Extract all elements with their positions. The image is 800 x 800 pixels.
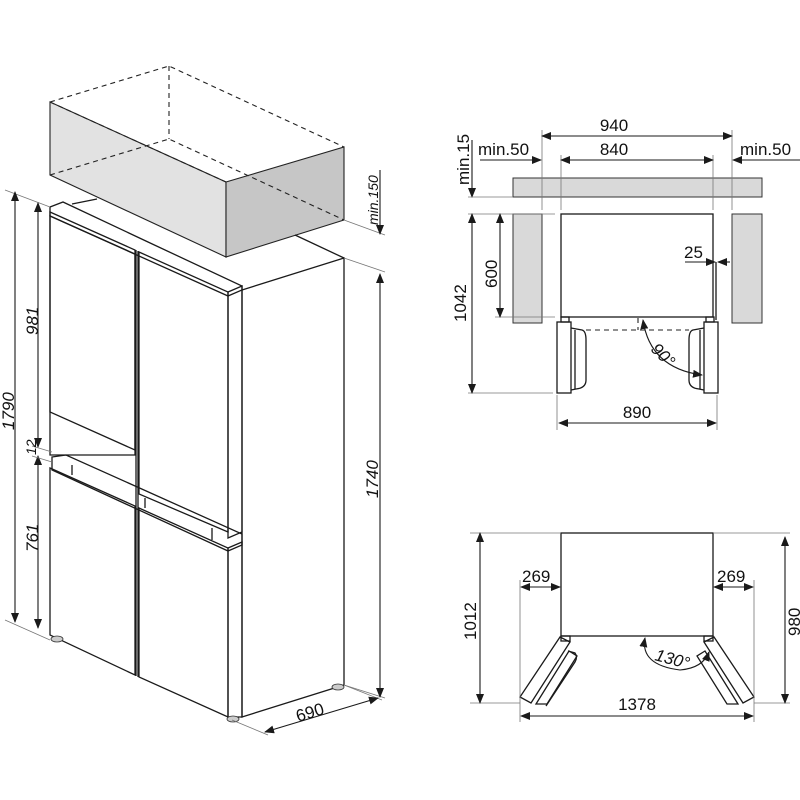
dim-890: 890 bbox=[623, 403, 651, 422]
right-door bbox=[703, 321, 719, 394]
dim-761: 761 bbox=[23, 524, 42, 552]
fridge-body bbox=[49, 198, 345, 723]
dim-25: 25 bbox=[684, 243, 703, 262]
left-side-wall bbox=[512, 213, 543, 324]
angle-130: 130° bbox=[653, 646, 692, 674]
dim-1740: 1740 bbox=[363, 460, 382, 498]
dim-min50-right: min.50 bbox=[740, 140, 791, 159]
dim-min50-left: min.50 bbox=[478, 140, 529, 159]
upper-right-door bbox=[138, 250, 229, 533]
fridge-body-top bbox=[560, 213, 714, 318]
dim-940: 940 bbox=[600, 116, 628, 135]
dim-12: 12 bbox=[23, 439, 39, 455]
dim-980: 980 bbox=[785, 608, 800, 636]
handle-band bbox=[51, 454, 243, 552]
dim-840: 840 bbox=[600, 140, 628, 159]
overhead-cabinet bbox=[49, 65, 345, 258]
left-door-open bbox=[519, 636, 571, 704]
dim-269-right: 269 bbox=[717, 567, 745, 586]
dim-1378: 1378 bbox=[618, 695, 656, 714]
right-door-open bbox=[703, 636, 755, 704]
fridge-body-top bbox=[560, 532, 714, 637]
dim-min15: min.15 bbox=[454, 134, 473, 185]
dim-1790: 1790 bbox=[0, 392, 18, 430]
dim-981: 981 bbox=[23, 307, 42, 335]
left-door bbox=[556, 321, 572, 394]
dim-269-left: 269 bbox=[522, 567, 550, 586]
iso-view: 1790 981 12 761 min.150 1740 690 bbox=[0, 65, 386, 736]
iso-dimensions: 1790 981 12 761 min.150 1740 690 bbox=[0, 170, 386, 736]
dim-min150: min.150 bbox=[365, 175, 381, 225]
dim-1012: 1012 bbox=[461, 602, 480, 640]
top-view-130: 1012 980 269 269 1378 130° bbox=[461, 532, 800, 722]
dim-600: 600 bbox=[482, 260, 501, 288]
dim-1042: 1042 bbox=[451, 284, 470, 322]
dim-690: 690 bbox=[294, 699, 327, 725]
rear-wall bbox=[512, 177, 763, 198]
upper-left-door bbox=[49, 214, 136, 452]
right-side-wall bbox=[731, 213, 763, 324]
lower-left-door bbox=[49, 466, 136, 677]
top-view-90: 90° 940 840 min.50 min.50 min.15 600 104… bbox=[451, 116, 800, 430]
lower-right-door bbox=[138, 506, 229, 719]
